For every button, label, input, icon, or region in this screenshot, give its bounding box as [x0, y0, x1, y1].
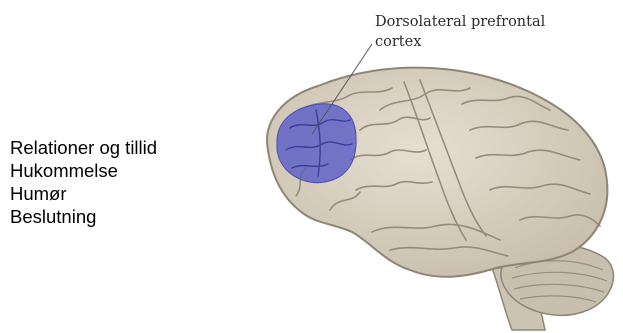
slide: Relationer og tillid Hukommelse Humør Be…: [0, 0, 623, 333]
brain-illustration: [0, 0, 623, 333]
